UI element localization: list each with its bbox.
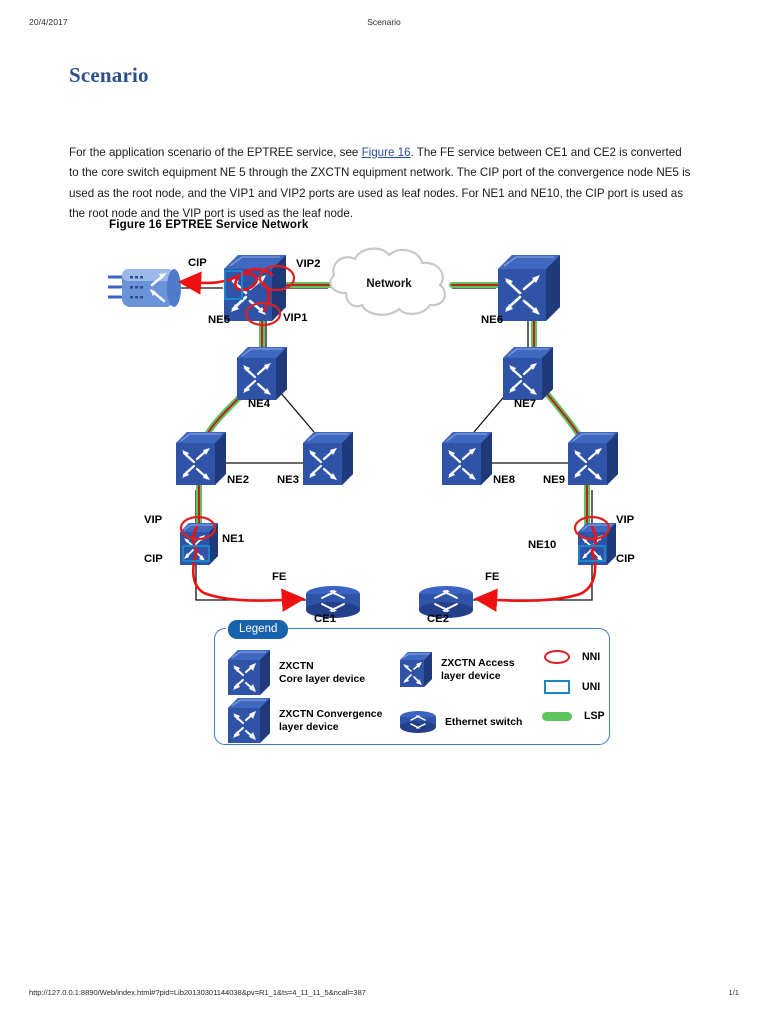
ethernet-switch-icon <box>400 711 436 733</box>
label-ne10: NE10 <box>528 539 556 551</box>
label-ne1-cip: CIP <box>144 553 163 565</box>
uni-ne1-cip <box>182 545 210 562</box>
network-cloud: Network <box>329 247 447 316</box>
label-ne3: NE3 <box>277 474 299 486</box>
legend-entry-ethernet: Ethernet switch <box>400 710 522 734</box>
legend-symbol-uni: UNI <box>544 680 600 694</box>
nni-ne5-vip2 <box>258 264 296 292</box>
footer-url: http://127.0.0.1:8890/Web/index.html#?pi… <box>29 988 366 997</box>
body-paragraph: For the application scenario of the EPTR… <box>69 143 694 225</box>
device-ne7 <box>501 345 555 402</box>
zxctn-core-device-icon <box>228 650 270 695</box>
label-ne4: NE4 <box>248 398 271 410</box>
eptree-service-network-diagram: Network NE5 NE6 NE4 NE7 NE2 NE3 NE8 NE9 <box>100 235 670 625</box>
label-ne5-vip1: VIP1 <box>283 312 308 324</box>
device-ne5 <box>222 253 288 323</box>
label-ce2: CE2 <box>427 613 449 625</box>
legend-symbol-lsp: LSP <box>542 710 605 722</box>
figure-caption: Figure 16 EPTREE Service Network <box>109 219 309 231</box>
legend-lsp-label: LSP <box>584 710 605 722</box>
legend-entry-access-text: ZXCTN Access layer device <box>441 657 515 683</box>
legend-convergence-line1: ZXCTN Convergence <box>279 709 383 720</box>
legend-ethernet-line1: Ethernet switch <box>445 716 523 728</box>
device-ne2 <box>174 430 228 487</box>
node-labels: NE5 NE6 NE4 NE7 NE2 NE3 NE8 NE9 NE1 NE10… <box>208 314 565 625</box>
device-ne1 <box>179 522 219 566</box>
nni-ne5-vip1 <box>244 301 282 327</box>
label-ne6: NE6 <box>481 314 503 326</box>
header-date: 20/4/2017 <box>29 17 68 27</box>
legend-entry-core-text: ZXCTN Core layer device <box>279 660 365 686</box>
label-ne8: NE8 <box>493 474 515 486</box>
header-title: Scenario <box>367 17 401 27</box>
nni-markers <box>179 264 611 541</box>
label-ne10-cip: CIP <box>616 553 635 565</box>
port-labels: CIP VIP2 VIP1 VIP CIP VIP CIP FE FE <box>144 257 635 583</box>
label-ne10-vip: VIP <box>616 514 635 526</box>
cloud-label: Network <box>366 278 412 290</box>
label-ce1-fe: FE <box>272 571 287 583</box>
legend-convergence-line2: layer device <box>279 722 339 733</box>
legend-content: ZXCTN Core layer device ZXCTN Convergenc… <box>214 628 610 745</box>
uni-ne5-cip <box>224 270 243 300</box>
legend-symbol-nni: NNI <box>544 650 600 664</box>
device-core-switch-left <box>106 267 183 309</box>
label-ce2-fe: FE <box>485 571 500 583</box>
paragraph-text-before-link: For the application scenario of the EPTR… <box>69 145 362 159</box>
label-ne9: NE9 <box>543 474 565 486</box>
uni-rectangle-icon <box>544 680 570 694</box>
legend-core-line1: ZXCTN <box>279 661 314 672</box>
uni-markers <box>182 270 606 562</box>
nni-ne1-vip <box>179 515 217 541</box>
legend-access-line1: ZXCTN Access <box>441 658 515 669</box>
legend-entry-core: ZXCTN Core layer device <box>228 650 365 696</box>
nni-ne10-vip <box>573 515 611 541</box>
zxctn-access-device-icon <box>400 652 432 687</box>
device-ne9 <box>566 430 620 487</box>
nni-ellipse-icon <box>544 650 570 664</box>
legend-access-line2: layer device <box>441 671 501 682</box>
legend-nni-label: NNI <box>582 651 601 663</box>
legend-entry-convergence-text: ZXCTN Convergence layer device <box>279 708 382 734</box>
legend-title: Legend <box>228 620 289 639</box>
label-ne1-vip: VIP <box>144 514 163 526</box>
label-ne5-vip2: VIP2 <box>296 258 321 270</box>
topology-links <box>179 287 593 601</box>
label-ne2: NE2 <box>227 474 249 486</box>
footer-page-number: 1/1 <box>728 988 739 997</box>
label-ne7: NE7 <box>514 398 536 410</box>
device-ne6 <box>496 253 562 323</box>
label-ne5: NE5 <box>208 314 230 326</box>
device-ne10 <box>577 522 617 566</box>
figure-16-link[interactable]: Figure 16 <box>361 145 411 159</box>
legend-entry-ethernet-text: Ethernet switch <box>445 716 522 729</box>
paragraph-text-after-link: . The FE service between CE1 and CE2 is … <box>69 145 691 221</box>
page-footer: http://127.0.0.1:8890/Web/index.html#?pi… <box>0 988 768 1002</box>
legend-entry-access: ZXCTN Access layer device <box>400 652 515 688</box>
legend-entry-convergence: ZXCTN Convergence layer device <box>228 698 382 744</box>
legend-uni-label: UNI <box>582 681 601 693</box>
legend-core-line2: Core layer device <box>279 674 366 685</box>
uni-ne10-cip <box>578 545 606 562</box>
zxctn-convergence-device-icon <box>228 698 270 743</box>
label-ne5-cip: CIP <box>188 257 207 269</box>
label-ne1: NE1 <box>222 533 244 545</box>
device-ne3 <box>301 430 355 487</box>
device-ne8 <box>440 430 494 487</box>
label-ce1: CE1 <box>314 613 336 625</box>
lsp-bar-icon <box>542 711 572 721</box>
device-ne4 <box>235 345 289 402</box>
page-header: 20/4/2017 Scenario <box>0 17 768 31</box>
page-title: Scenario <box>69 63 149 87</box>
